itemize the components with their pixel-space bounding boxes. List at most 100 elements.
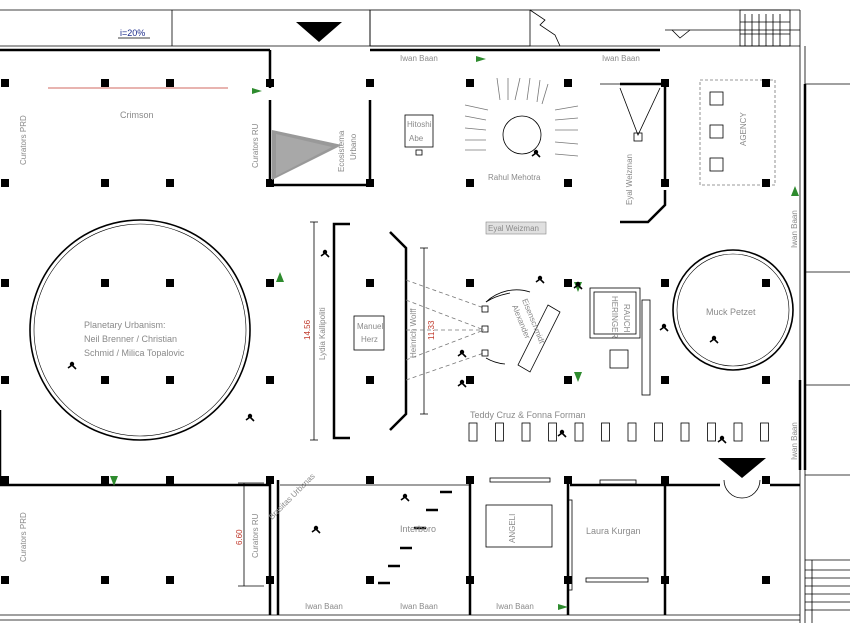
label-crimson: Crimson [120, 110, 154, 120]
column [466, 576, 474, 584]
label-muck: Muck Petzet [706, 307, 756, 317]
exit-arrow-icon [718, 458, 766, 478]
column [101, 376, 109, 384]
column [101, 279, 109, 287]
column [466, 79, 474, 87]
person-icon [311, 525, 321, 534]
label-abe: Abe [409, 134, 424, 143]
column [366, 279, 374, 287]
muck-circle [672, 249, 794, 371]
label-planetary-2: Neil Brenner / Christian [84, 334, 177, 344]
column [661, 179, 669, 187]
label-heinrich: Heinrich Wolff [409, 308, 418, 358]
green-arrow-icon [574, 372, 582, 382]
column [564, 279, 572, 287]
person-icon [67, 361, 77, 370]
outer-walls [0, 9, 850, 623]
column [1, 376, 9, 384]
column [366, 79, 374, 87]
column [661, 576, 669, 584]
label-ecosistema: Ecosistema [337, 130, 346, 172]
label-teddy: Teddy Cruz & Fonna Forman [470, 410, 586, 420]
label-brasitas: Brasitas Urbanas [267, 472, 317, 522]
label-eyal-vertical: Eyal Weizman [625, 154, 634, 205]
label-interboro: Interboro [400, 524, 436, 534]
label-lydia: Lydia Kallipoliti [318, 307, 327, 360]
label-curators-ru-bottom: Curators RU [251, 513, 260, 558]
person-icon [531, 149, 541, 158]
label-urbano: Urbano [349, 133, 358, 160]
label-hitoshi: Hitoshi [407, 120, 432, 129]
column [266, 179, 274, 187]
slope-label: i=20% [120, 28, 145, 38]
interboro-lines [378, 490, 452, 585]
hitoshi-box [404, 114, 434, 148]
person-icon [557, 429, 567, 438]
display-box [707, 422, 716, 442]
column [1, 279, 9, 287]
direction-arrows [110, 56, 799, 610]
label-curators-prd-bottom: Curators PRD [19, 512, 28, 562]
column [101, 179, 109, 187]
column [266, 576, 274, 584]
person-icon [457, 379, 467, 388]
label-curators-prd-top: Curators PRD [19, 115, 28, 165]
dimension-660: 6.60 [235, 529, 244, 545]
green-arrow-icon [791, 186, 799, 196]
label-iwan-baan-bottom-2: Iwan Baan [400, 602, 438, 611]
display-box [733, 422, 743, 442]
green-arrow-icon [252, 88, 262, 94]
green-arrow-icon [276, 272, 284, 282]
column [661, 79, 669, 87]
column [366, 179, 374, 187]
display-box [760, 422, 769, 442]
label-curators-ru-top: Curators RU [251, 123, 260, 168]
column [266, 476, 274, 484]
agency-box-3 [709, 157, 724, 172]
column [762, 79, 770, 87]
column [1, 179, 9, 187]
rahul-installation [464, 77, 579, 157]
column [1, 79, 9, 87]
column [661, 376, 669, 384]
label-iwan-baan-right-1: Iwan Baan [790, 210, 799, 248]
agency-box-2 [709, 124, 724, 139]
column [466, 279, 474, 287]
label-rahul: Rahul Mehotra [488, 173, 541, 182]
display-box [654, 422, 663, 442]
column [101, 476, 109, 484]
person-icon [709, 335, 719, 344]
column [466, 476, 474, 484]
eyal-box [485, 221, 547, 235]
display-box [495, 422, 504, 442]
column [166, 376, 174, 384]
label-agency: AGENCY [739, 112, 748, 146]
column [466, 179, 474, 187]
green-arrow-icon [110, 476, 118, 486]
label-iwan-baan-top-2: Iwan Baan [602, 54, 640, 63]
column [366, 376, 374, 384]
interior-walls [0, 50, 807, 615]
column [661, 279, 669, 287]
column [166, 476, 174, 484]
column [266, 279, 274, 287]
display-box [468, 422, 478, 442]
person-icon [535, 275, 545, 284]
agency-box-1 [709, 91, 724, 106]
label-manuel: Manuel [357, 322, 383, 331]
person-icon [320, 249, 330, 258]
dimension-1456: 14.56 [303, 319, 312, 340]
person-icon [245, 413, 255, 422]
dimension-1133: 11.33 [427, 320, 436, 340]
column [661, 476, 669, 484]
green-arrow-icon [558, 604, 568, 610]
column [762, 476, 770, 484]
column [366, 576, 374, 584]
planetary-circle [29, 219, 251, 441]
columns [1, 79, 770, 584]
label-iwan-baan-top-1: Iwan Baan [400, 54, 438, 63]
person-icon [400, 493, 410, 502]
column [564, 476, 572, 484]
label-iwan-baan-bottom-1: Iwan Baan [305, 602, 343, 611]
column [101, 79, 109, 87]
